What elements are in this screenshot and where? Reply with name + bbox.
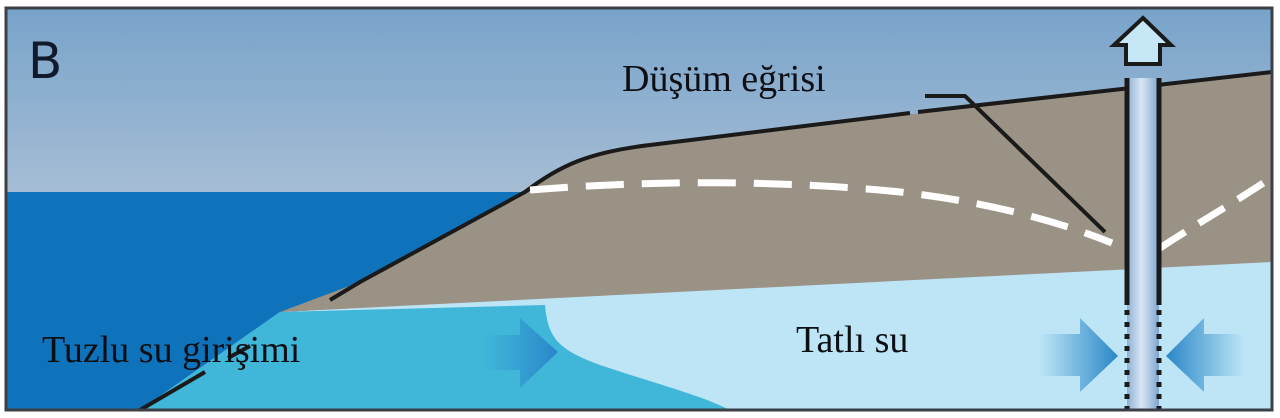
drawdown-curve-label: Düşüm eğrisi <box>622 58 826 100</box>
panel-label: B <box>28 32 62 90</box>
land-surface-line <box>138 70 1273 412</box>
land-aquifer <box>280 72 1272 312</box>
water-table-dashed <box>529 179 1114 247</box>
sea <box>6 192 525 410</box>
figure-border <box>4 6 1274 412</box>
water-table-dashed-right <box>1158 177 1270 251</box>
up-arrow-icon <box>1108 15 1176 66</box>
well-inflow-right-arrow-icon <box>1166 318 1244 392</box>
right-arrow-icon <box>485 318 558 388</box>
well-pipe <box>1127 78 1159 410</box>
label-leader-line <box>925 94 1107 234</box>
saltwater-intrusion-label: Tuzlu su girişimi <box>42 329 300 371</box>
saltwater-wedge <box>140 305 730 410</box>
fresh-water-label: Tatlı su <box>796 319 908 361</box>
well-inflow-left-arrow-icon <box>1040 318 1118 392</box>
